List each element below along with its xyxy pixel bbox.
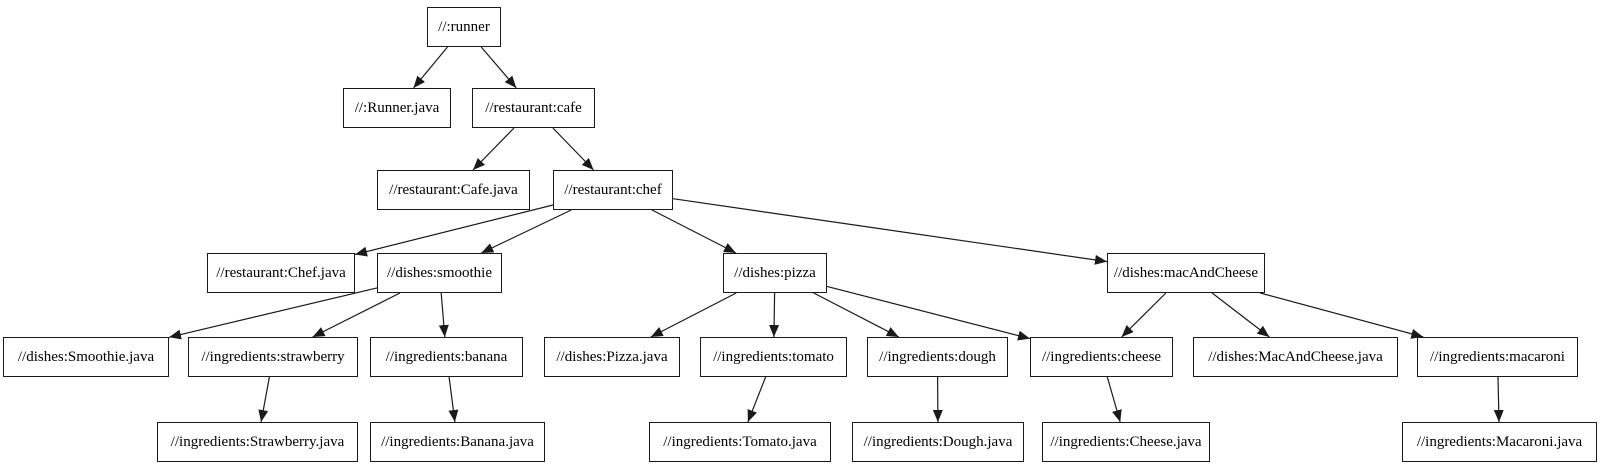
graph-edge-pizza-to-dough (813, 292, 900, 338)
graph-node-chef-java: //restaurant:Chef.java (207, 253, 355, 293)
graph-node-dough-java: //ingredients:Dough.java (852, 422, 1024, 462)
graph-edge-smoothie-to-strawberry (312, 292, 401, 338)
graph-edge-mac-and-cheese-to-cheese (1121, 292, 1167, 338)
graph-edge-cafe-to-cafe-java (472, 127, 515, 171)
graph-node-mac-and-cheese-java: //dishes:MacAndCheese.java (1193, 337, 1398, 377)
graph-node-pizza-java: //dishes:Pizza.java (544, 337, 680, 377)
graph-node-smoothie-java: //dishes:Smoothie.java (3, 337, 169, 377)
graph-edge-mac-and-cheese-to-macaroni (1260, 292, 1424, 339)
graph-node-banana: //ingredients:banana (370, 337, 523, 377)
graph-edges (168, 46, 1504, 423)
graph-node-chef: //restaurant:chef (553, 170, 673, 210)
graph-edge-chef-to-mac-and-cheese (672, 198, 1108, 265)
graph-node-macaroni: //ingredients:macaroni (1417, 337, 1578, 377)
graph-node-runner-java: //:Runner.java (343, 88, 451, 128)
graph-edge-macaroni-to-macaroni-java (1493, 376, 1504, 423)
graph-edge-banana-to-banana-java (448, 376, 459, 423)
graph-node-tomato-java: //ingredients:Tomato.java (649, 422, 831, 462)
graph-edge-strawberry-to-strawberry-java (258, 376, 270, 423)
graph-node-pizza: //dishes:pizza (723, 253, 827, 293)
graph-node-mac-and-cheese: //dishes:macAndCheese (1107, 253, 1265, 293)
graph-node-cheese-java: //ingredients:Cheese.java (1042, 422, 1210, 462)
graph-edge-runner-to-runner-java (413, 46, 448, 89)
graph-node-runner: //:runner (427, 7, 501, 47)
graph-edge-chef-to-chef-java (354, 204, 554, 257)
graph-node-banana-java: //ingredients:Banana.java (370, 422, 545, 462)
graph-edge-mac-and-cheese-to-mac-and-cheese-java (1211, 292, 1270, 338)
graph-edge-pizza-to-pizza-java (650, 292, 737, 338)
graph-node-cafe: //restaurant:cafe (472, 88, 595, 128)
graph-node-macaroni-java: //ingredients:Macaroni.java (1402, 422, 1597, 462)
graph-edge-pizza-to-cheese (826, 285, 1031, 341)
graph-edge-chef-to-pizza (651, 209, 737, 254)
graph-node-strawberry: //ingredients:strawberry (188, 337, 358, 377)
graph-edge-cheese-to-cheese-java (1106, 376, 1122, 423)
graph-edge-chef-to-smoothie (481, 209, 572, 254)
graph-node-cafe-java: //restaurant:Cafe.java (377, 170, 530, 210)
graph-node-smoothie: //dishes:smoothie (377, 253, 502, 293)
graph-node-dough: //ingredients:dough (867, 337, 1008, 377)
graph-edge-smoothie-to-banana (438, 292, 449, 338)
graph-edge-cafe-to-chef (552, 127, 595, 171)
graph-node-cheese: //ingredients:cheese (1030, 337, 1173, 377)
graph-edge-tomato-to-tomato-java (747, 376, 767, 423)
graph-node-strawberry-java: //ingredients:Strawberry.java (157, 422, 358, 462)
graph-edge-smoothie-to-smoothie-java (168, 287, 378, 340)
graph-edge-runner-to-cafe (480, 46, 517, 89)
graph-edge-pizza-to-tomato (769, 292, 780, 338)
graph-node-tomato: //ingredients:tomato (700, 337, 847, 377)
